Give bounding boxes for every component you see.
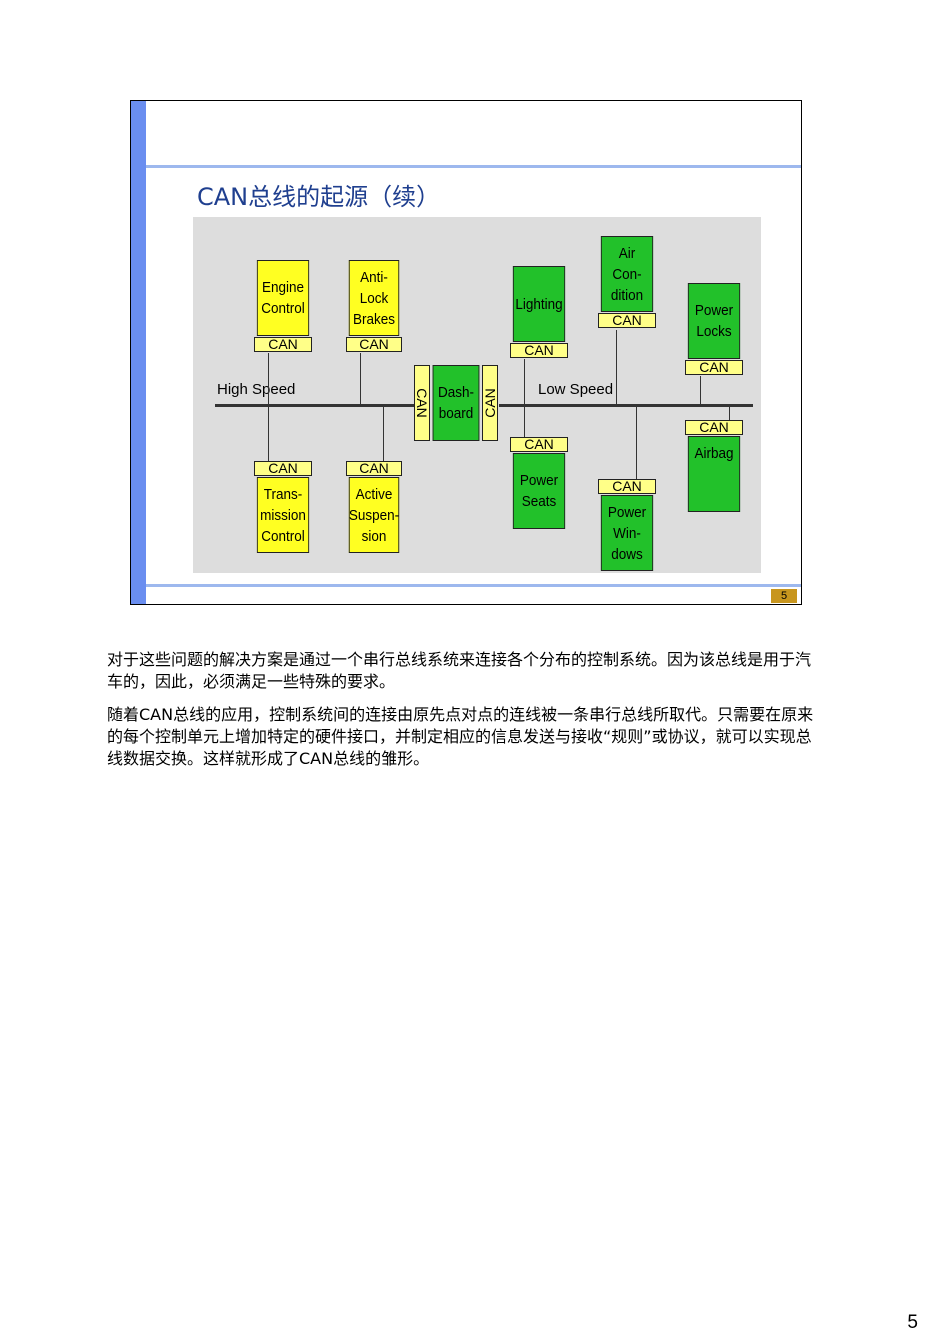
transmission-can-interface: CAN (254, 461, 312, 476)
suspension-can-interface: CAN (346, 461, 402, 476)
engine-can-interface: CAN (254, 337, 312, 352)
low-speed-label: Low Speed (538, 381, 614, 398)
windows-can-interface: CAN (598, 479, 656, 494)
power-seats-node: Power Seats (512, 453, 566, 529)
locks-wire (700, 376, 701, 405)
aircon-wire (616, 330, 617, 405)
seats-can-interface: CAN (510, 437, 568, 452)
transmission-control-node: Trans- mission Control (256, 477, 310, 553)
locks-can-interface: CAN (685, 360, 743, 375)
lighting-node: Lighting (512, 266, 566, 342)
active-suspension-node: Active Suspen- sion (348, 477, 400, 553)
lighting-wire (524, 359, 525, 405)
lighting-can-interface: CAN (510, 343, 568, 358)
air-condition-node: Air Con- dition (600, 236, 654, 312)
slide-title: CAN总线的起源（续） (197, 183, 441, 211)
paragraph-1: 对于这些问题的解决方案是通过一个串行总线系统来连接各个分布的控制系统。因为该总线… (107, 650, 812, 691)
transmission-wire (268, 407, 269, 461)
dashboard-can-left-label: CAN (414, 388, 430, 418)
dashboard-can-left: CAN (414, 365, 430, 441)
low-speed-bus (499, 404, 753, 407)
abs-wire (360, 353, 361, 405)
engine-control-node: Engine Control (256, 260, 310, 336)
windows-wire (636, 407, 637, 479)
anti-lock-brakes-node: Anti- Lock Brakes (348, 260, 400, 336)
paragraph-2: 随着CAN总线的应用，控制系统间的连接由原先点对点的连线被一条串行总线所取代。只… (107, 705, 814, 768)
dashboard-can-right-label: CAN (482, 388, 498, 418)
high-speed-label: High Speed (217, 381, 296, 398)
dashboard-node: Dash- board (432, 365, 480, 441)
can-bus-diagram: High Speed Low Speed Engine Control CAN … (193, 217, 761, 573)
airbag-wire (729, 407, 730, 420)
suspension-wire (383, 407, 384, 461)
airbag-can-interface: CAN (685, 420, 743, 435)
airbag-node: Airbag (687, 436, 741, 512)
slide: CAN总线的起源（续） High Speed Low Speed Engine … (130, 100, 802, 605)
high-speed-bus (215, 404, 415, 407)
seats-wire (524, 407, 525, 437)
power-locks-node: Power Locks (687, 283, 741, 359)
dashboard-can-right: CAN (482, 365, 498, 441)
slide-left-accent-bar (131, 101, 146, 604)
engine-wire (268, 353, 269, 405)
page-number: 5 (907, 1312, 918, 1333)
slide-bottom-divider (146, 584, 801, 587)
aircon-can-interface: CAN (598, 313, 656, 328)
abs-can-interface: CAN (346, 337, 402, 352)
slide-top-divider (146, 165, 801, 168)
power-windows-node: Power Win- dows (600, 495, 654, 571)
slide-number: 5 (771, 589, 797, 603)
